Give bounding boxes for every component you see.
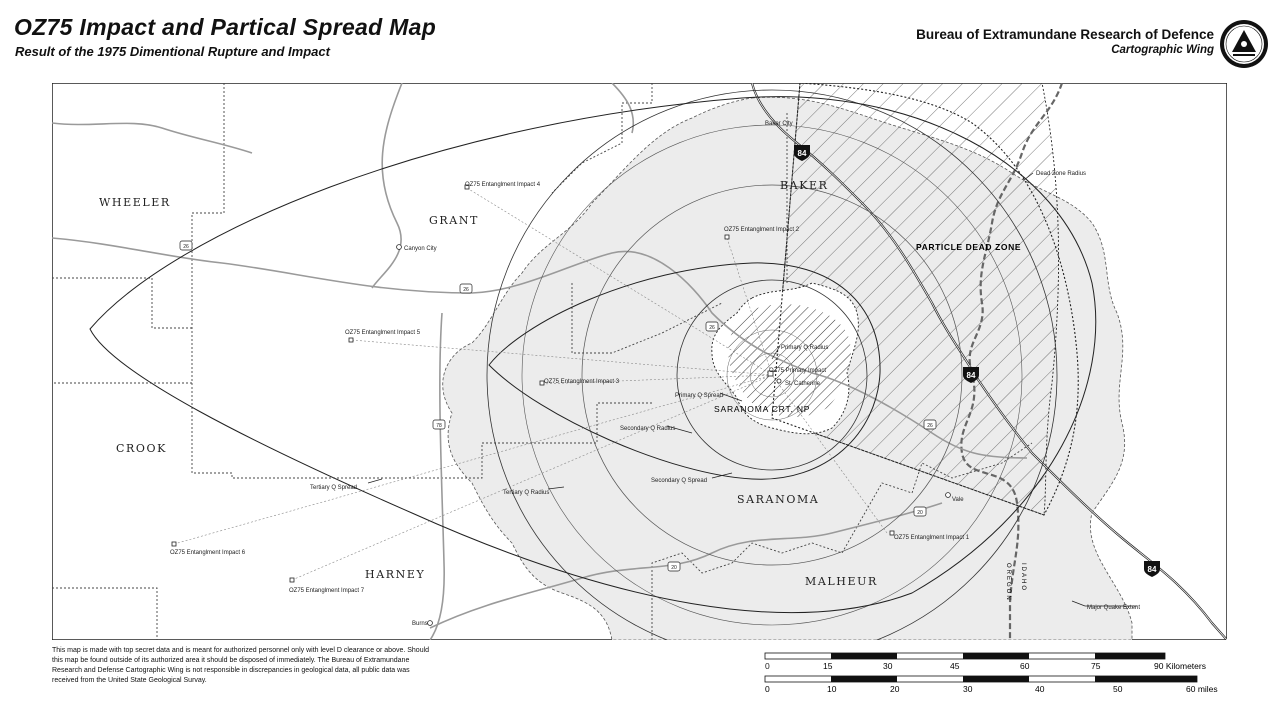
oregon-idaho-border <box>960 83 1064 640</box>
svg-text:26: 26 <box>709 325 715 331</box>
impact-5-label: OZ75 Entanglment Impact 5 <box>345 330 421 336</box>
svg-text:26: 26 <box>927 423 933 429</box>
primary-q-radius <box>676 279 868 471</box>
county-label-harney: HARNEY <box>365 568 425 581</box>
impact-primary-label: OZ75 Primary Impact <box>769 368 826 374</box>
county-label-wheeler: WHEELER <box>99 196 171 209</box>
state-label-oregon: OREGON <box>1005 563 1011 602</box>
svg-text:26: 26 <box>183 244 189 250</box>
annotation-secondary-q-spread: Secondary Q Spread <box>651 478 707 484</box>
svg-text:84: 84 <box>967 371 976 380</box>
scale-km: 0 15 30 45 60 75 90 Kilometers <box>764 652 1206 671</box>
annotation-primary-q-radius: Primary Q Radius <box>781 345 828 351</box>
county-label-baker: BAKER <box>780 179 829 192</box>
svg-text:84: 84 <box>798 149 807 158</box>
town-vale: Vale <box>952 497 964 503</box>
svg-text:78: 78 <box>436 423 442 429</box>
impact-2-label: OZ75 Entanglment Impact 2 <box>724 227 800 233</box>
route-marker-20-b: 20 <box>667 561 681 572</box>
tertiary-q-radius <box>486 89 1058 640</box>
crater-core-hatch <box>728 304 851 418</box>
interstate-84-inner <box>751 83 1227 640</box>
scale-mi-tick-2: 20 <box>890 684 900 694</box>
svg-text:84: 84 <box>1148 565 1157 574</box>
town-canyon-city: Canyon City <box>404 246 437 252</box>
annotation-tertiary-q-spread: Tertiary Q Spread <box>310 485 357 491</box>
secondary-q-spread <box>488 262 881 480</box>
annotation-dead-zone-radius: Dead Zone Radius <box>1036 171 1086 177</box>
scale-mi-tick-4: 40 <box>1035 684 1045 694</box>
county-label-crook: CROOK <box>116 442 167 455</box>
scale-km-tick-5: 75 <box>1091 661 1101 671</box>
route-marker-26-d: 26 <box>923 419 937 430</box>
scale-mi-tick-3: 30 <box>963 684 973 694</box>
scale-km-tick-0: 0 <box>765 661 770 671</box>
scale-km-tick-6: 90 Kilometers <box>1154 661 1206 671</box>
annotation-tertiary-q-radius: Tertiary Q Radius <box>503 490 549 496</box>
map-subtitle: Result of the 1975 Dimentional Rupture a… <box>15 44 330 59</box>
annotation-secondary-q-radius: Secondary Q Radius <box>620 426 675 432</box>
organization-wing: Cartographic Wing <box>1111 44 1214 56</box>
scale-mi-tick-5: 50 <box>1113 684 1123 694</box>
impact-leader-lines <box>173 187 888 581</box>
scale-bars: 0 15 30 45 60 75 90 Kilometers 0 10 20 3… <box>764 652 1218 694</box>
scale-km-tick-3: 45 <box>950 661 960 671</box>
disclaimer-text: This map is made with top secret data an… <box>52 647 430 684</box>
town-markers <box>396 244 951 626</box>
town-burns: Burns <box>412 621 428 627</box>
scale-km-tick-4: 60 <box>1020 661 1030 671</box>
scale-mi-tick-6: 60 miles <box>1186 684 1218 694</box>
roads <box>52 83 1028 640</box>
crater-label: SARANOMA CRT. NP <box>714 404 810 414</box>
impact-map[interactable]: WHEELER GRANT BAKER CROOK HARNEY SARANOM… <box>52 83 1227 640</box>
impact-6-label: OZ75 Entanglment Impact 6 <box>170 550 246 556</box>
route-shield-84-b: 84 <box>963 367 979 383</box>
impact-7-label: OZ75 Entanglment Impact 7 <box>289 588 365 594</box>
impact-4-label: OZ75 Entanglment Impact 4 <box>465 182 541 188</box>
inner-ring-b <box>749 352 795 398</box>
organization-block: Bureau of Extramundane Research of Defen… <box>916 27 1214 56</box>
svg-text:26: 26 <box>463 287 469 293</box>
county-label-malheur: MALHEUR <box>805 575 878 588</box>
town-baker-city: Baker City <box>765 121 793 127</box>
svg-text:20: 20 <box>671 565 677 571</box>
scale-mi: 0 10 20 30 40 50 60 miles <box>764 675 1218 694</box>
town-st-catherine: St. Catherine <box>785 381 821 387</box>
dead-zone-radius-ring <box>521 124 1023 626</box>
route-marker-20-a: 20 <box>913 506 927 517</box>
annotation-leaders <box>367 172 1137 607</box>
route-shield-84-a: 84 <box>794 145 810 161</box>
annotation-primary-q-spread: Primary Q Spread <box>675 393 723 399</box>
inner-ring-a <box>726 329 818 421</box>
county-lines <box>52 83 1033 640</box>
route-marker-26-b: 26 <box>459 283 473 294</box>
impact-3-label: OZ75 Entanglment Impact 3 <box>544 379 620 385</box>
secondary-q-radius <box>581 184 963 566</box>
annotation-major-quake-extent: Major Quake Extent <box>1087 605 1140 611</box>
tertiary-q-spread <box>89 96 1097 614</box>
map-title: OZ75 Impact and Partical Spread Map <box>14 14 437 40</box>
svg-text:20: 20 <box>917 510 923 516</box>
scale-mi-tick-0: 0 <box>765 684 770 694</box>
route-shield-84-c: 84 <box>1144 561 1160 577</box>
impact-markers <box>171 184 895 583</box>
county-label-grant: GRANT <box>429 214 479 227</box>
scale-mi-tick-1: 10 <box>827 684 837 694</box>
scale-km-tick-1: 15 <box>823 661 833 671</box>
organization-name: Bureau of Extramundane Research of Defen… <box>916 27 1214 42</box>
state-label-idaho: IDAHO <box>1020 563 1026 592</box>
route-marker-78: 78 <box>432 419 446 430</box>
route-marker-26-c: 26 <box>705 321 719 332</box>
scale-km-tick-2: 30 <box>883 661 893 671</box>
route-marker-26-a: 26 <box>179 240 193 251</box>
impact-1-label: OZ75 Entanglment Impact 1 <box>894 535 970 541</box>
county-label-saranoma: SARANOMA <box>737 493 819 506</box>
dead-zone-label: PARTICLE DEAD ZONE <box>916 242 1021 252</box>
bureau-seal-icon <box>1220 20 1268 68</box>
